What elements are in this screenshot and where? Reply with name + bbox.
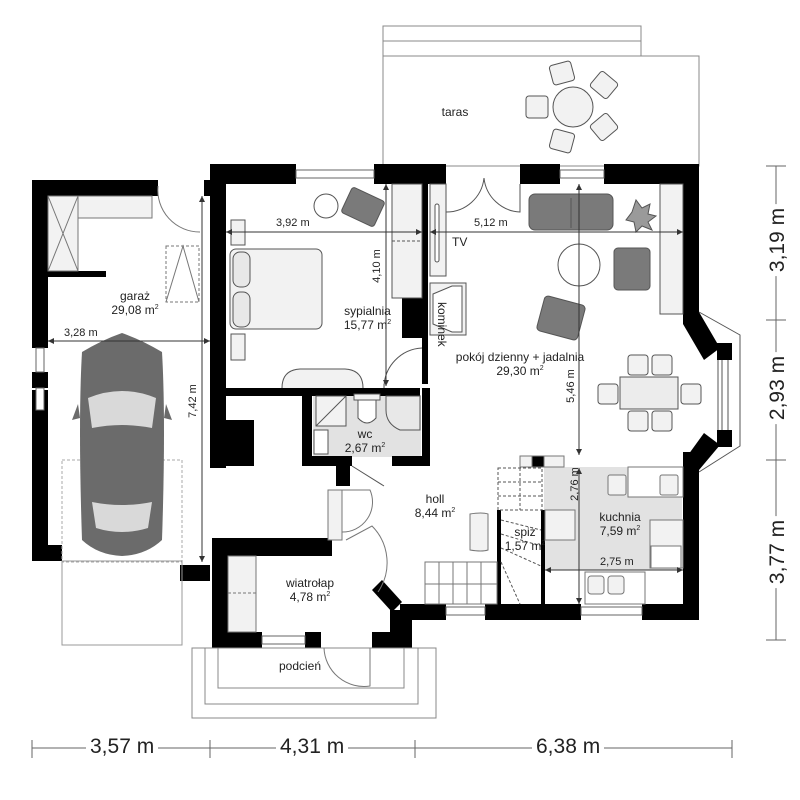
room-label-wc: wc 2,67 m2 bbox=[335, 427, 395, 456]
dim-kitchen-width: 2,75 m bbox=[600, 556, 634, 568]
room-area: 7,59 m2 bbox=[599, 523, 641, 538]
terrace-dining-set bbox=[525, 60, 619, 154]
wiatrolap-fixtures bbox=[227, 555, 371, 687]
kitchen-fixtures bbox=[519, 455, 684, 605]
holl-fixtures bbox=[327, 489, 498, 605]
room-area: 29,08 m2 bbox=[111, 302, 159, 317]
walls bbox=[32, 164, 732, 648]
room-area: 8,44 m2 bbox=[414, 505, 456, 520]
room-name: wiatrołap bbox=[285, 576, 335, 590]
tv-label: TV bbox=[452, 235, 468, 249]
room-name: taras bbox=[441, 105, 469, 119]
outer-dim-right-3: 3,77 m bbox=[766, 515, 791, 589]
room-label-taras: taras bbox=[430, 105, 480, 120]
room-area: 15,77 m2 bbox=[343, 317, 392, 332]
dim-living-length: 5,46 m bbox=[564, 369, 577, 403]
bay-window bbox=[698, 311, 741, 473]
room-name: wc bbox=[357, 427, 373, 441]
room-area: 1,57 m2 bbox=[504, 538, 546, 553]
windows bbox=[35, 169, 643, 645]
room-area: 4,78 m2 bbox=[289, 589, 331, 604]
room-label-sypialnia: sypialnia 15,77 m2 bbox=[330, 304, 405, 333]
room-label-pokoj: pokój dzienny + jadalnia 29,30 m2 bbox=[440, 350, 600, 379]
room-area: 2,67 m2 bbox=[344, 440, 386, 455]
room-name: sypialnia bbox=[344, 304, 391, 318]
room-name: spiż bbox=[514, 525, 536, 539]
room-area: 29,30 m2 bbox=[496, 363, 544, 378]
dim-bedroom-length: 4,10 m bbox=[370, 249, 383, 283]
dim-garage-width: 3,28 m bbox=[64, 327, 98, 339]
room-label-kuchnia: kuchnia 7,59 m2 bbox=[585, 510, 655, 539]
dimension-arrows bbox=[48, 184, 683, 604]
room-label-holl: holl 8,44 m2 bbox=[405, 492, 465, 521]
dim-living-width: 5,12 m bbox=[474, 217, 508, 229]
garage-fixtures bbox=[47, 185, 201, 646]
stairs bbox=[497, 467, 543, 605]
outer-dim-bottom-3: 6,38 m bbox=[532, 735, 605, 759]
room-label-podcien: podcień bbox=[270, 659, 330, 674]
room-name: pokój dzienny + jadalnia bbox=[455, 350, 585, 364]
terrace-door bbox=[445, 177, 521, 213]
outer-dim-bottom-1: 3,57 m bbox=[86, 735, 159, 759]
outer-dim-right-2: 2,93 m bbox=[766, 351, 791, 425]
room-name: holl bbox=[425, 492, 445, 506]
car bbox=[72, 333, 172, 556]
porch bbox=[191, 647, 437, 719]
room-name: kuchnia bbox=[599, 510, 641, 524]
dim-kitchen-depth: 2,76 m bbox=[568, 467, 581, 501]
room-name: garaż bbox=[119, 289, 151, 303]
room-label-spiz: spiż 1,57 m2 bbox=[500, 525, 550, 554]
outer-dim-right-1: 3,19 m bbox=[766, 203, 791, 277]
dim-bedroom-width: 3,92 m bbox=[276, 217, 310, 229]
room-label-wiatrolap: wiatrołap 4,78 m2 bbox=[270, 576, 350, 605]
fireplace-label: kominek bbox=[435, 302, 449, 347]
outer-dim-bottom-2: 4,31 m bbox=[276, 735, 349, 759]
living-room-furniture bbox=[429, 183, 702, 432]
dim-garage-length: 7,42 m bbox=[186, 384, 199, 418]
wc-fixtures bbox=[313, 393, 421, 487]
bedroom-furniture bbox=[229, 183, 423, 389]
room-label-garaz: garaż 29,08 m2 bbox=[95, 289, 175, 318]
room-name: podcień bbox=[278, 659, 322, 673]
dimension-lines bbox=[48, 184, 683, 604]
